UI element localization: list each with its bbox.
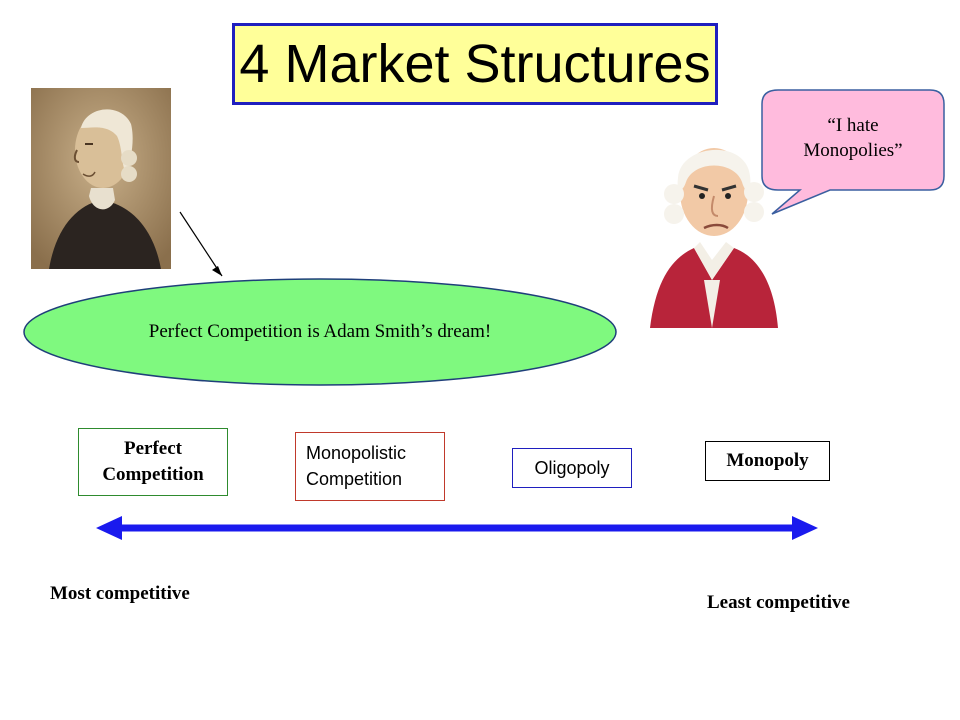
pointer-arrowhead (212, 266, 222, 276)
pointer-arrow (179, 211, 223, 277)
least-competitive-label: Least competitive (707, 592, 850, 613)
perfect-competition-box: Perfect Competition (78, 428, 228, 496)
monopoly-box: Monopoly (705, 441, 830, 481)
oligopoly-box: Oligopoly (512, 448, 632, 488)
slide-title: 4 Market Structures (239, 34, 711, 94)
title-box: 4 Market Structures (232, 23, 718, 105)
monopolistic-competition-box: Monopolistic Competition (295, 432, 445, 501)
most-competitive-label: Most competitive (50, 583, 190, 604)
competition-scale-arrow (96, 516, 818, 540)
speech-bubble-text: “I hate Monopolies” (803, 115, 903, 161)
adam-smith-cartoon (650, 148, 778, 328)
adam-smith-portrait-engraving (31, 88, 171, 269)
dream-caption: Perfect Competition is Adam Smith’s drea… (148, 321, 492, 342)
